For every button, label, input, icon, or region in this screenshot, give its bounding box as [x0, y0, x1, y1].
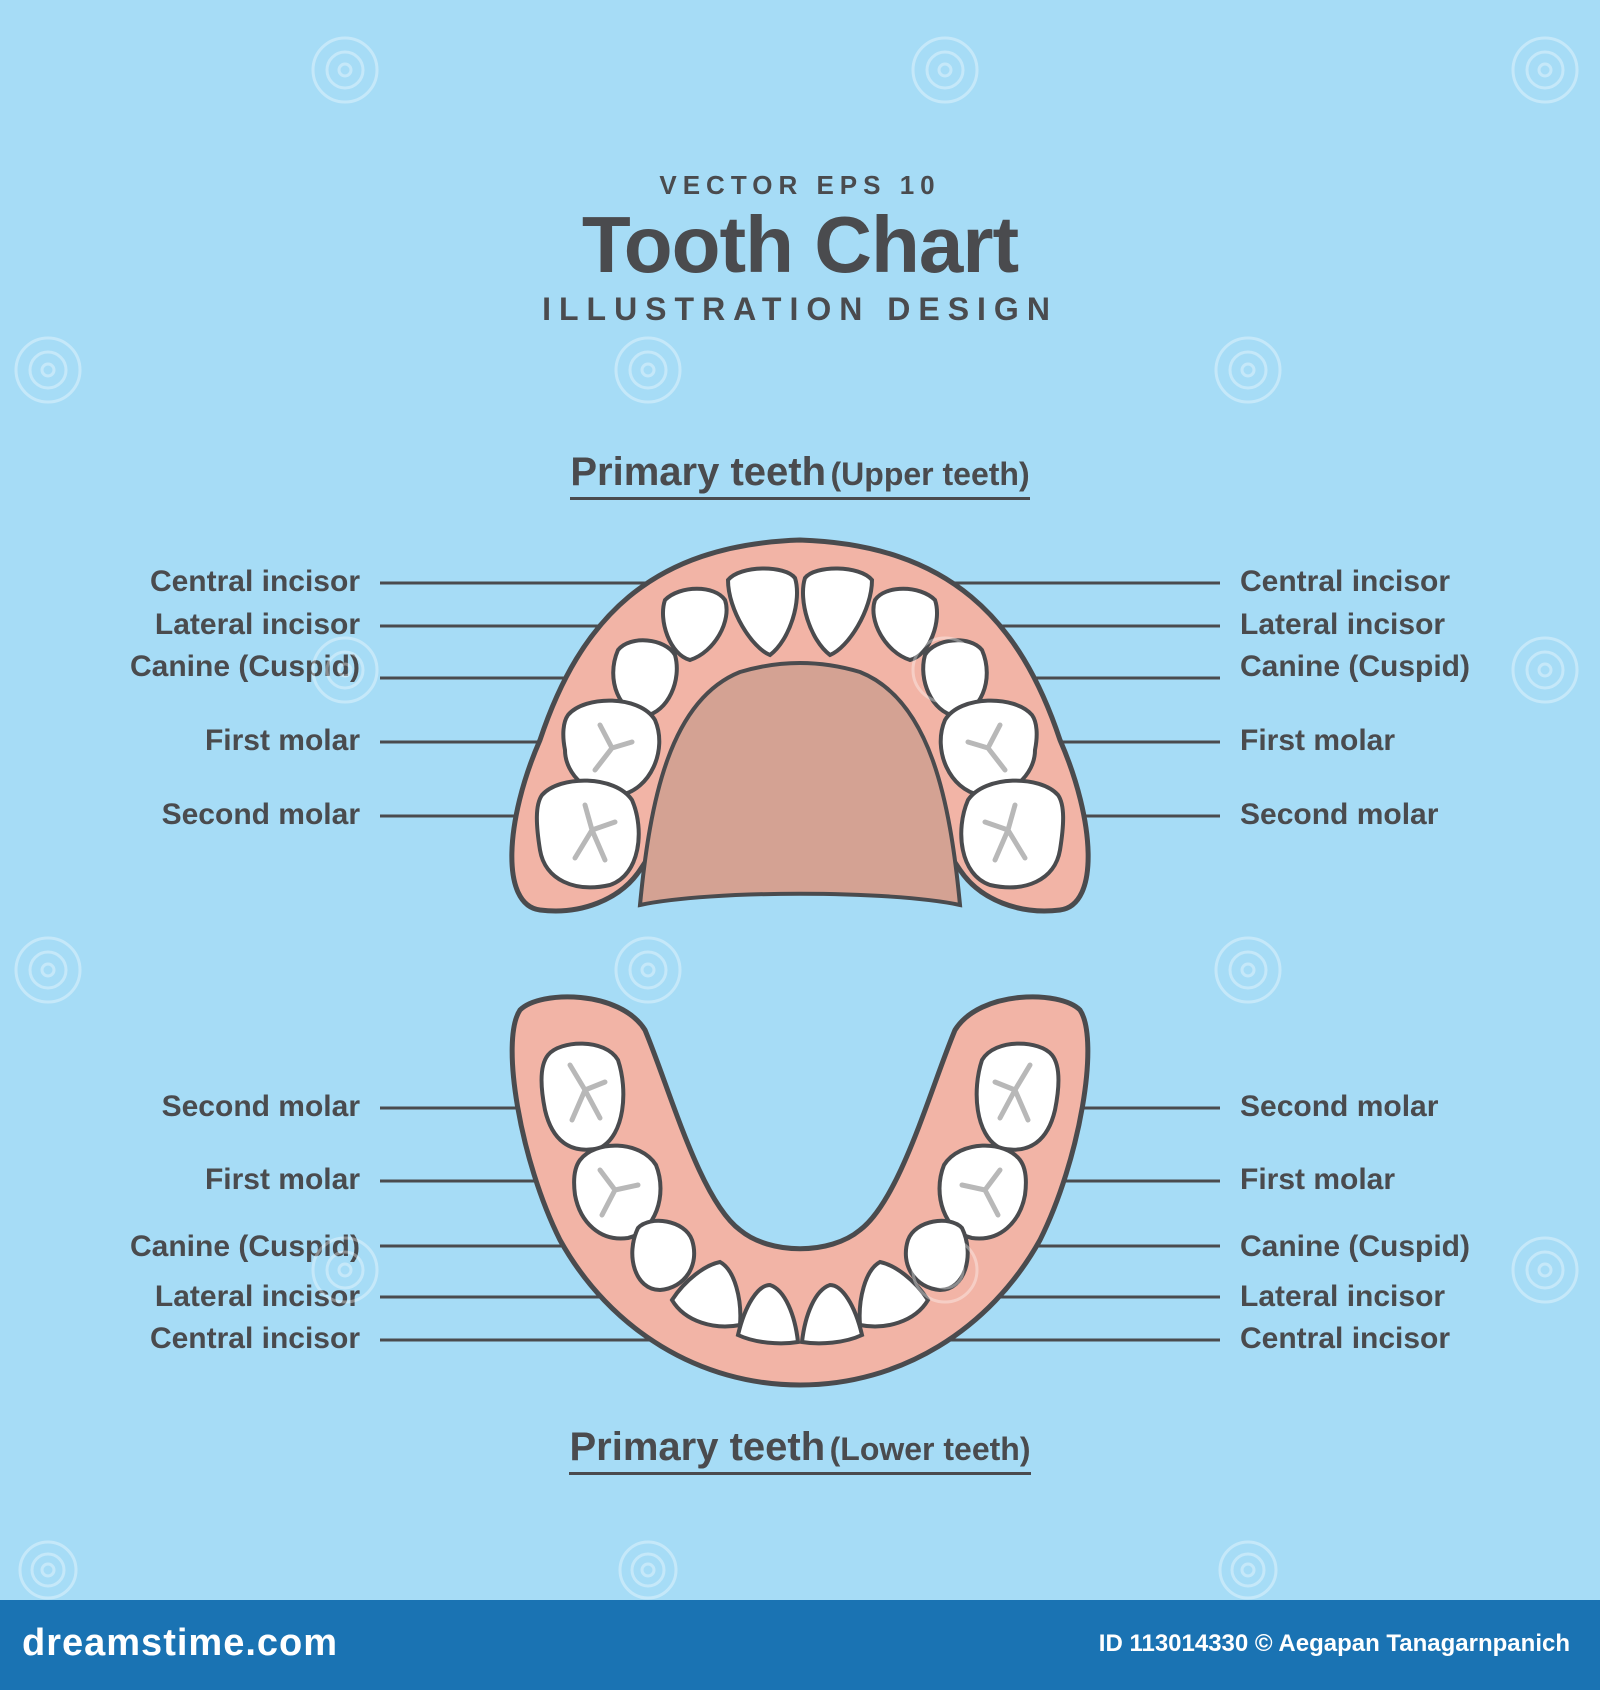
footer-bar: dreamstime.com ID 113014330 © Aegapan Ta… — [0, 1600, 1600, 1690]
upper-left-label-second-molar: Second molar — [161, 798, 360, 831]
upper-central-incisor-left — [725, 566, 800, 658]
lower-left-label-second-molar: Second molar — [161, 1090, 360, 1123]
upper-right-label-lateral-incisor: Lateral incisor — [1240, 608, 1446, 641]
upper-right-label-first-molar: First molar — [1240, 724, 1396, 757]
footer-credit: ID 113014330 © Aegapan Tanagarnpanich — [1098, 1630, 1570, 1657]
lower-right-label-first-molar: First molar — [1240, 1163, 1396, 1196]
upper-lateral-incisor-right — [871, 586, 939, 663]
upper-left-label-lateral-incisor: Lateral incisor — [154, 608, 360, 641]
upper-canine-right — [921, 638, 989, 719]
header: VECTOR EPS 10 Tooth Chart ILLUSTRATION D… — [0, 170, 1600, 328]
header-subtitle: ILLUSTRATION DESIGN — [542, 291, 1058, 327]
lower-central-incisor-right — [799, 1282, 865, 1346]
upper-central-incisor-right — [800, 566, 875, 658]
lower-left-label-first-molar: First molar — [204, 1163, 360, 1196]
lower-central-incisor-left — [735, 1282, 801, 1346]
lower-canine-left — [630, 1218, 697, 1293]
lower-right-label-lateral-incisor: Lateral incisor — [1240, 1280, 1446, 1313]
upper-left-label-central-incisor: Central incisor — [149, 565, 360, 598]
lower-canine-right — [903, 1218, 970, 1293]
lower-title-paren: (Lower teeth) — [829, 1431, 1031, 1467]
upper-canine-left — [611, 638, 679, 719]
upper-section-title: Primary teeth (Upper teeth) — [0, 450, 1600, 500]
upper-jaw — [509, 537, 1091, 914]
lower-molar-grooves — [567, 1062, 1033, 1218]
lower-left-label-central-incisor: Central incisor — [149, 1322, 360, 1355]
upper-right-label-central-incisor: Central incisor — [1240, 565, 1451, 598]
upper-molar-grooves — [572, 722, 1028, 863]
upper-lateral-incisor-left — [661, 586, 729, 663]
upper-title-paren: (Upper teeth) — [830, 456, 1030, 492]
lower-right-label-central-incisor: Central incisor — [1240, 1322, 1451, 1355]
upper-teeth — [534, 566, 1066, 890]
lower-section-title: Primary teeth (Lower teeth) — [0, 1425, 1600, 1475]
tooth-chart-diagram — [380, 537, 1220, 1388]
lower-left-label-canine: Canine (Cuspid) — [130, 1230, 360, 1263]
lower-right-label-canine: Canine (Cuspid) — [1240, 1230, 1470, 1263]
upper-left-label-first-molar: First molar — [204, 724, 360, 757]
lower-lateral-incisor-right — [857, 1259, 931, 1329]
header-top-text: VECTOR EPS 10 — [659, 170, 941, 200]
footer-brand[interactable]: dreamstime.com — [22, 1622, 339, 1664]
lower-jaw — [509, 994, 1091, 1388]
upper-right-label-second-molar: Second molar — [1240, 798, 1439, 831]
upper-right-label-canine: Canine (Cuspid) — [1240, 650, 1470, 683]
page-title: Tooth Chart — [581, 200, 1019, 289]
lower-left-label-lateral-incisor: Lateral incisor — [154, 1280, 360, 1313]
upper-title-main: Primary teeth — [570, 450, 827, 494]
upper-left-label-canine: Canine (Cuspid) — [130, 650, 360, 683]
upper-palate — [637, 661, 963, 908]
lower-title-main: Primary teeth — [569, 1425, 826, 1469]
lower-lateral-incisor-left — [669, 1259, 743, 1329]
lower-right-label-second-molar: Second molar — [1240, 1090, 1439, 1123]
